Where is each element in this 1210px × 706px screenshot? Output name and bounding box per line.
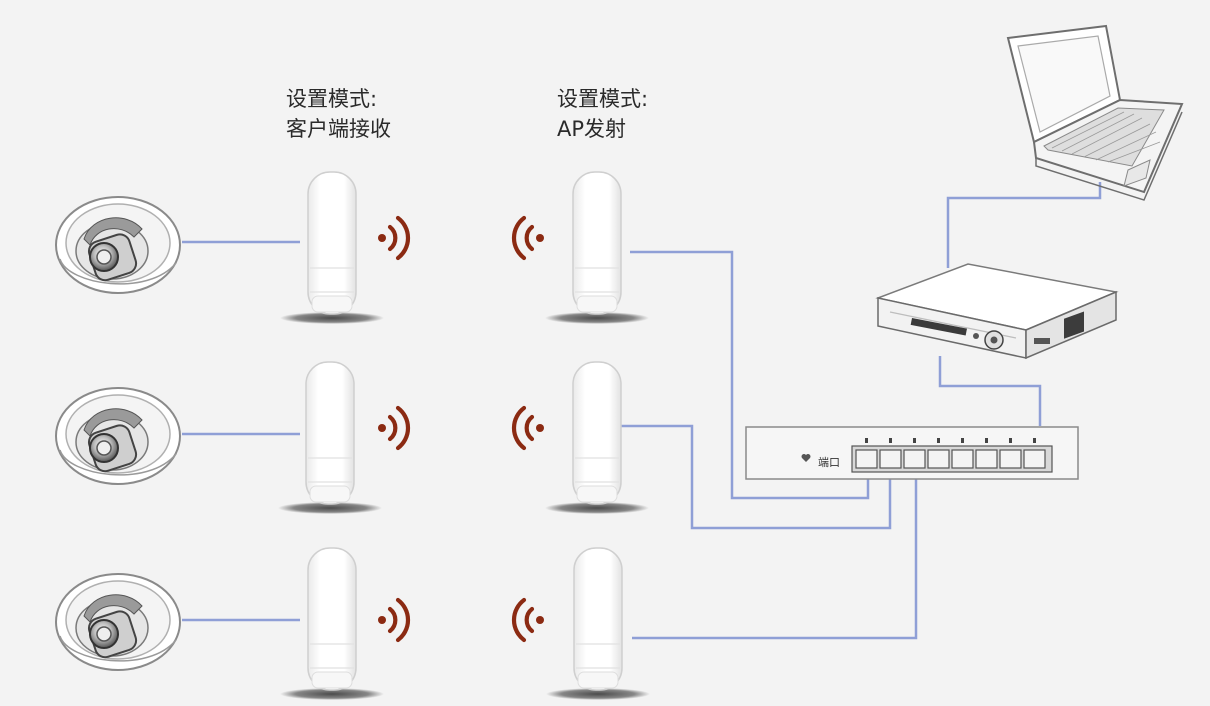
wifi-signal-icon [514,218,544,258]
wireless-bridge-icon [545,547,651,701]
wireless-bridge-icon [277,361,383,515]
receiver-mode-line1: 设置模式: [286,87,378,111]
dome-camera-icon [55,196,181,294]
cable-laptop-nvr [946,182,1102,268]
wifi-signal-icon [378,408,408,448]
cables [182,182,1102,640]
ap-mode-caption: 设置模式: AP发射 [557,84,648,144]
wifi-signal-icon [514,408,544,448]
wifi-signal-icon [378,600,408,640]
switch-panel-label: 端口 [818,456,840,469]
ap-mode-line2: AP发射 [557,117,627,141]
cable-ap2-switch [620,424,892,530]
wireless-bridge-icon [279,171,385,325]
dome-camera-icon [55,573,181,671]
wifi-signal-icon [514,600,544,640]
dome-camera-icon [55,387,181,485]
nvr-recorder-icon [875,263,1119,360]
cable-ap3-switch [632,470,918,640]
receiver-mode-caption: 设置模式: 客户端接收 [286,84,391,144]
wifi-signal-icon [378,218,408,258]
cable-ap1-switch [630,250,870,500]
cable-nvr-switch [938,356,1042,426]
receiver-mode-line2: 客户端接收 [286,117,391,141]
wireless-bridge-icon [279,547,385,701]
ap-mode-line1: 设置模式: [557,87,649,111]
wireless-bridge-icon [544,361,650,515]
network-switch-icon: 端口 [745,426,1079,480]
wireless-bridge-icon [544,171,650,325]
laptop-icon [1006,24,1184,201]
